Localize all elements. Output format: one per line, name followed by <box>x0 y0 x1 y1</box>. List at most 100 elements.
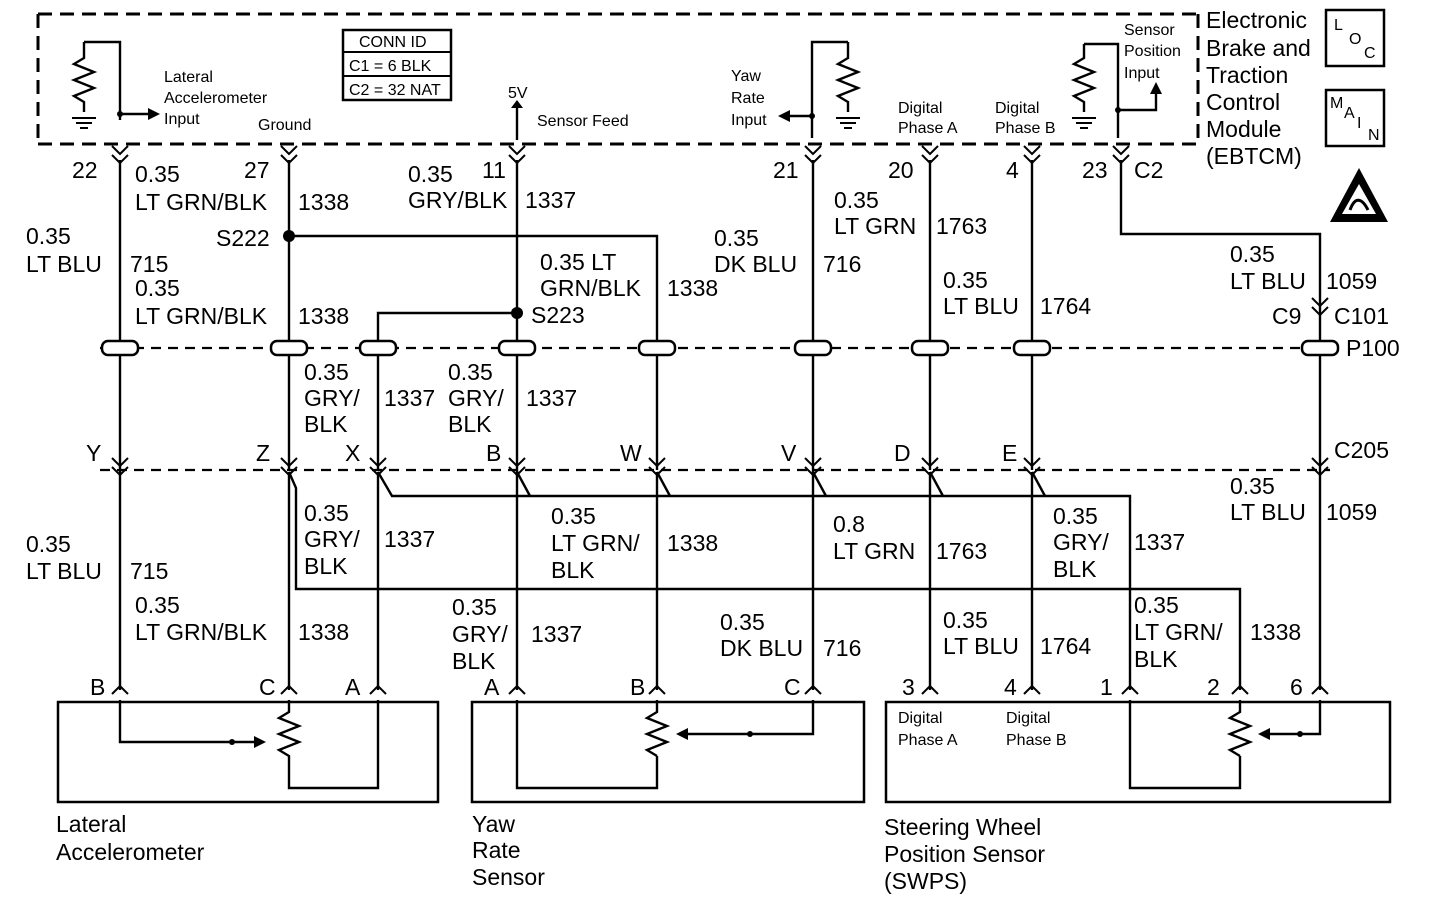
lateral-accelerometer-pins: B C A <box>90 674 361 700</box>
position-input-circuit: Sensor Position Input <box>1070 22 1181 138</box>
svg-text:Input: Input <box>164 111 200 128</box>
svg-text:Input: Input <box>1124 65 1160 82</box>
lateral-accelerometer-label: Lateral Accelerometer <box>56 811 205 865</box>
svg-text:LT BLU: LT BLU <box>1230 499 1306 525</box>
p100-grommets <box>100 339 1340 357</box>
svg-text:1337: 1337 <box>1134 529 1185 555</box>
svg-text:Traction: Traction <box>1206 62 1288 88</box>
svg-text:Yaw: Yaw <box>472 811 515 837</box>
svg-text:Rate: Rate <box>472 837 521 863</box>
svg-text:Rate: Rate <box>731 90 765 107</box>
wire-label-1337-x: 0.35 GRY/ BLK 1337 <box>304 359 435 437</box>
svg-text:Phase A: Phase A <box>898 120 958 137</box>
svg-text:P100: P100 <box>1346 335 1400 361</box>
svg-text:1337: 1337 <box>525 187 576 213</box>
svg-text:Sensor Feed: Sensor Feed <box>537 113 629 130</box>
svg-text:BLK: BLK <box>304 553 348 579</box>
svg-text:LT GRN: LT GRN <box>833 538 915 564</box>
svg-text:0.35: 0.35 <box>943 607 988 633</box>
svg-text:LT GRN: LT GRN <box>834 213 916 239</box>
svg-text:C101: C101 <box>1334 303 1389 329</box>
phase-a-label: Digital Phase A <box>898 100 958 137</box>
svg-text:A: A <box>484 674 500 700</box>
svg-text:0.35: 0.35 <box>448 359 493 385</box>
wire-label-1338-pin27: 0.35 LT GRN/BLK 1338 <box>135 161 349 215</box>
pin-4: 4 <box>1006 157 1019 183</box>
connector-c9-c101: C9 C101 <box>1272 297 1389 690</box>
svg-text:(SWPS): (SWPS) <box>884 868 967 894</box>
wire-label-715-lower: 0.35 LT BLU 715 <box>26 531 168 584</box>
svg-text:LT GRN/: LT GRN/ <box>551 530 640 556</box>
main-icon: M A I N <box>1324 88 1386 148</box>
svg-text:Accelerometer: Accelerometer <box>164 90 268 107</box>
svg-text:4: 4 <box>1004 674 1017 700</box>
yaw-input-circuit: Yaw Rate Input <box>731 40 862 138</box>
svg-text:Position Sensor: Position Sensor <box>884 841 1045 867</box>
svg-text:B: B <box>90 674 105 700</box>
svg-text:I: I <box>1357 115 1361 132</box>
svg-text:BLK: BLK <box>452 648 496 674</box>
svg-text:0.35: 0.35 <box>452 594 497 620</box>
svg-text:0.35: 0.35 <box>408 161 453 187</box>
splice-s222-label: S222 <box>216 225 270 251</box>
svg-text:A: A <box>345 674 361 700</box>
sensor-feed-circuit: 5V Sensor Feed <box>508 85 629 140</box>
module-title: Electronic Brake and Traction Control Mo… <box>1206 7 1311 169</box>
svg-text:Position: Position <box>1124 43 1181 60</box>
lateral-input-circuit: Lateral Accelerometer Input <box>70 40 268 129</box>
svg-text:GRY/BLK: GRY/BLK <box>408 187 508 213</box>
svg-text:Digital: Digital <box>995 100 1039 117</box>
svg-text:1337: 1337 <box>531 621 582 647</box>
svg-text:Control: Control <box>1206 89 1280 115</box>
svg-text:(EBTCM): (EBTCM) <box>1206 143 1302 169</box>
svg-text:Digital: Digital <box>898 710 942 727</box>
svg-text:V: V <box>781 440 797 466</box>
svg-text:1763: 1763 <box>936 213 987 239</box>
svg-text:0.35: 0.35 <box>943 267 988 293</box>
svg-text:Steering Wheel: Steering Wheel <box>884 814 1041 840</box>
pin-27: 27 <box>244 157 270 183</box>
svg-text:LT BLU: LT BLU <box>26 251 102 277</box>
swps-pins: 3 4 1 2 6 <box>902 674 1303 700</box>
svg-text:B: B <box>630 674 645 700</box>
svg-text:6: 6 <box>1290 674 1303 700</box>
svg-text:E: E <box>1002 440 1017 466</box>
svg-text:LT GRN/BLK: LT GRN/BLK <box>135 303 268 329</box>
svg-text:Phase A: Phase A <box>898 732 958 749</box>
svg-text:716: 716 <box>823 635 861 661</box>
svg-text:1338: 1338 <box>1250 619 1301 645</box>
svg-text:GRY/: GRY/ <box>448 385 504 411</box>
svg-text:1338: 1338 <box>298 619 349 645</box>
svg-text:3: 3 <box>902 674 915 700</box>
svg-text:A: A <box>1344 105 1355 122</box>
svg-text:715: 715 <box>130 251 168 277</box>
splice-s222 <box>283 230 295 242</box>
svg-text:X: X <box>345 440 360 466</box>
wire-label-1338-swps: 0.35 LT GRN/ BLK 1338 <box>1134 592 1301 672</box>
lateral-accelerometer-box <box>56 700 440 804</box>
svg-text:GRY/: GRY/ <box>304 385 360 411</box>
svg-text:0.35 LT: 0.35 LT <box>540 249 616 275</box>
wire-label-1337-swps: 0.35 GRY/ BLK 1337 <box>1053 503 1185 582</box>
wire-label-1764-lower: 0.35 LT BLU 1764 <box>943 607 1091 659</box>
svg-text:5V: 5V <box>508 85 528 102</box>
svg-text:LT GRN/BLK: LT GRN/BLK <box>135 619 268 645</box>
svg-text:LT BLU: LT BLU <box>26 558 102 584</box>
svg-text:Lateral: Lateral <box>164 69 213 86</box>
svg-text:0.35: 0.35 <box>551 503 596 529</box>
p100-passthrough: P100 <box>100 335 1400 361</box>
svg-text:0.35: 0.35 <box>135 275 180 301</box>
svg-text:Input: Input <box>731 112 767 129</box>
svg-text:C205: C205 <box>1334 437 1389 463</box>
sensor-pin-marks <box>111 684 1329 695</box>
svg-text:1059: 1059 <box>1326 268 1377 294</box>
svg-text:GRY/: GRY/ <box>1053 529 1109 555</box>
wire-label-716-upper: 0.35 DK BLU 716 <box>714 225 861 277</box>
svg-text:CONN ID: CONN ID <box>359 34 427 51</box>
svg-text:BLK: BLK <box>304 411 348 437</box>
c205-pin-marks <box>111 457 1329 477</box>
wire-label-1337-b: 0.35 GRY/ BLK 1337 <box>448 359 577 437</box>
splice-s223-label: S223 <box>531 302 585 328</box>
pin-22: 22 <box>72 157 98 183</box>
svg-text:Digital: Digital <box>898 100 942 117</box>
